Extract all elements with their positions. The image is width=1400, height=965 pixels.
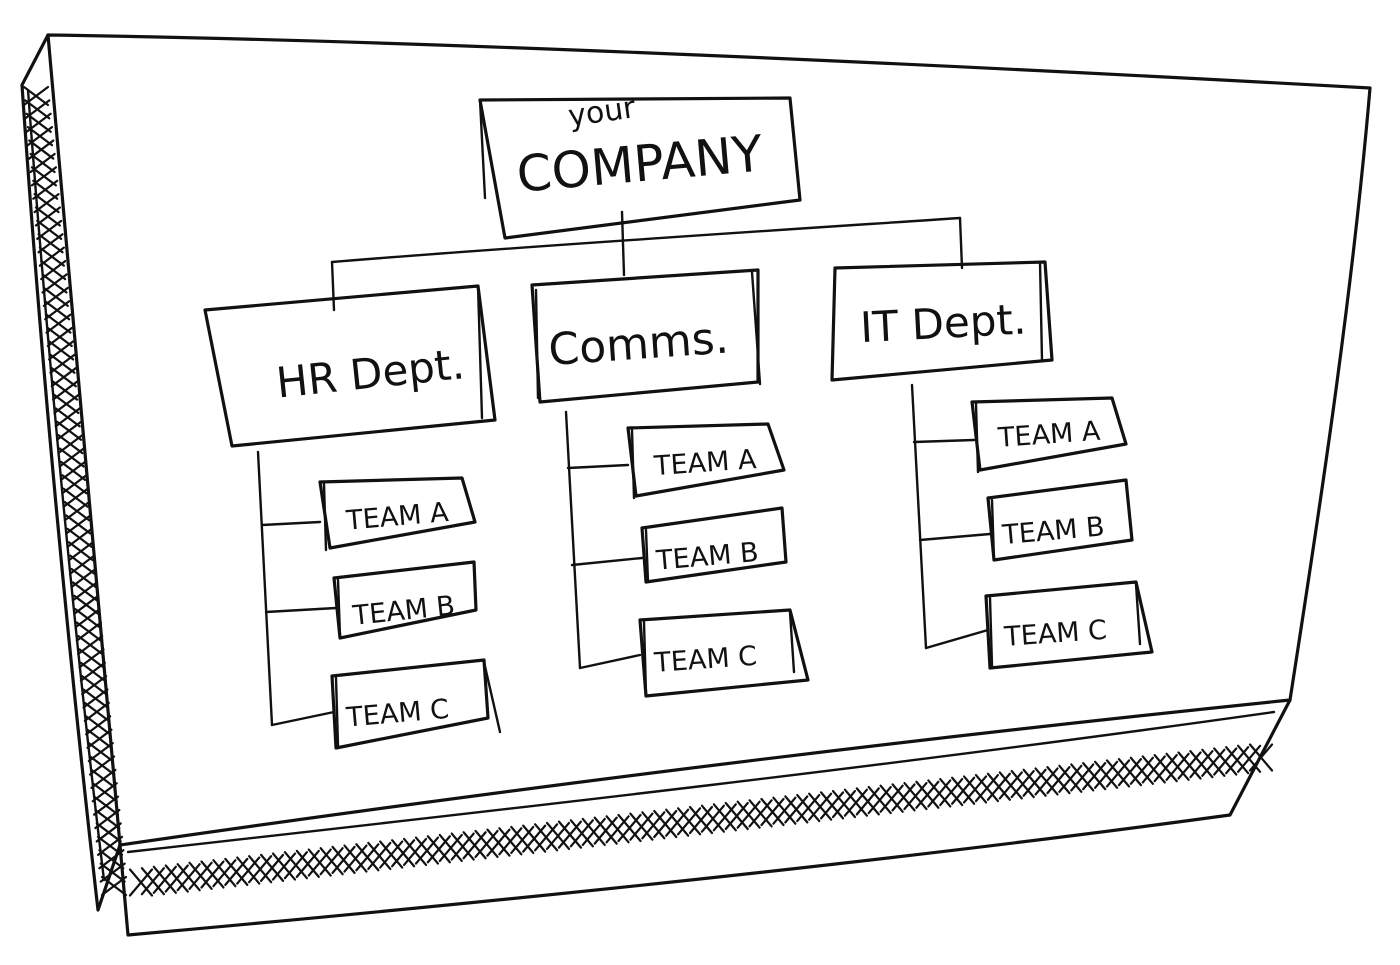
left-side-hatching (22, 85, 128, 897)
root-line1: your (566, 90, 638, 134)
department-it: IT Dept. (830, 260, 1054, 382)
department-comms: Comms. (530, 268, 762, 404)
hr-team-a: TEAM A (318, 476, 477, 552)
hr-team-c: TEAM C (330, 658, 502, 750)
it-team-c-label: TEAM C (1002, 615, 1108, 653)
connector-lines (256, 210, 992, 727)
comms-team-c-label: TEAM C (652, 641, 758, 679)
board-bottom-shelf (118, 698, 1292, 937)
it-team-c: TEAM C (984, 580, 1154, 670)
board-left-side (20, 33, 122, 912)
hr-team-b: TEAM B (332, 560, 478, 640)
department-comms-label: Comms. (547, 312, 730, 375)
comms-team-b-label: TEAM B (654, 537, 760, 577)
board-frame (20, 33, 1372, 937)
comms-team-a: TEAM A (626, 422, 786, 500)
department-hr-label: HR Dept. (274, 339, 467, 407)
root-node: your COMPANY (478, 90, 802, 240)
board-shelf-inner (126, 710, 1276, 854)
root-line2: COMPANY (514, 125, 765, 204)
comms-team-c: TEAM C (638, 608, 810, 698)
it-team-b: TEAM B (986, 478, 1134, 562)
hr-team-b-label: TEAM B (350, 590, 456, 632)
department-hr: HR Dept. (203, 284, 497, 448)
it-team-a: TEAM A (970, 396, 1128, 474)
it-team-a-label: TEAM A (996, 416, 1102, 454)
department-it-label: IT Dept. (859, 295, 1027, 353)
comms-team-b: TEAM B (640, 506, 788, 584)
bottom-shelf-hatching (128, 743, 1274, 897)
comms-team-a-label: TEAM A (652, 444, 758, 482)
